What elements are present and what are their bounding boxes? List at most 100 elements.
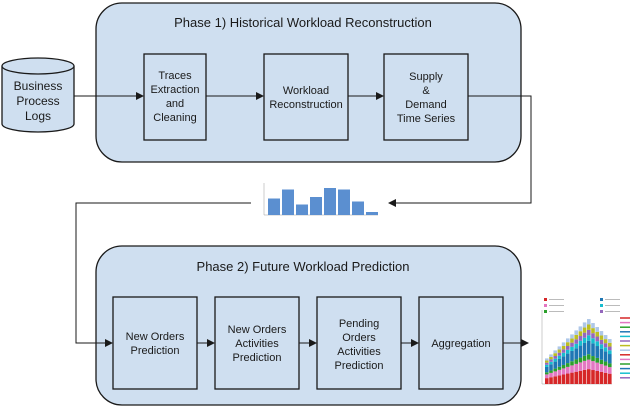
thumbnail-stack-segment [582, 332, 587, 338]
thumbnail-stack-segment [595, 346, 599, 358]
box-aggregation-line-1: Aggregation [431, 338, 490, 350]
thumbnail-stack-segment [561, 374, 566, 384]
prediction-thumbnail [530, 290, 638, 390]
thumbnail-stack-segment [578, 340, 583, 346]
thumbnail-stack-segment [566, 346, 570, 350]
thumbnail-stack-segment [591, 323, 595, 329]
thumbnail-stack-segment [553, 376, 557, 384]
thumbnail-stack-segment [587, 354, 591, 360]
thumbnail-stack-segment [591, 333, 595, 339]
thumbnail-stack-segment [578, 336, 583, 341]
thumbnail-stack-segment [582, 369, 587, 384]
thumbnail-stack-segment [608, 363, 612, 368]
thumbnail-stack-segment [603, 343, 608, 348]
thumbnail-stack-segment [566, 373, 570, 384]
thumbnail-bar [352, 201, 364, 215]
box-traces-extraction-cleaning: Traces Extraction and Cleaning [143, 53, 207, 141]
thumbnail-legend-swatch [600, 310, 603, 313]
thumbnail-stack-segment [582, 327, 587, 333]
thumbnail-stack-segment [608, 367, 612, 374]
thumbnail-stack-segment [599, 344, 604, 349]
thumbnail-stack-segment [587, 329, 591, 336]
box-workload-line-2: Reconstruction [269, 99, 342, 111]
thumbnail-stack-segment [545, 360, 549, 363]
thumbnail-stack-segment [570, 338, 574, 343]
thumbnail-stack-segment [595, 362, 599, 371]
box-pending-line-3: Activities [337, 346, 381, 358]
thumbnail-stack-segment [608, 373, 612, 384]
thumbnail-stack-segment [599, 364, 604, 372]
thumbnail-stack-segment [595, 357, 599, 363]
box-supply-demand-time-series: Supply & Demand Time Series [383, 53, 469, 141]
box-workload-reconstruction: Workload Reconstruction [263, 53, 349, 141]
thumbnail-stack-segment [561, 364, 566, 369]
thumbnail-stack-segment [557, 369, 562, 376]
box-supply-line-1: Supply [409, 71, 443, 83]
thumbnail-bar [324, 188, 336, 215]
thumbnail-stack-segment [574, 359, 578, 364]
thumbnail-stack-segment [587, 359, 591, 370]
thumbnail-stack-segment [545, 358, 549, 361]
thumbnail-stack-segment [591, 356, 595, 362]
thumbnail-stack-segment [599, 335, 604, 340]
thumbnail-stack-segment [587, 319, 591, 325]
thumbnail-stack-segment [582, 360, 587, 370]
thumbnail-stack-segment [578, 345, 583, 358]
thumbnail-stack-segment [553, 350, 557, 354]
thumbnail-stack-segment [561, 349, 566, 353]
box-aggregation: Aggregation [418, 296, 504, 390]
thumbnail-stack-segment [582, 337, 587, 343]
thumbnail-stack-segment [570, 350, 574, 362]
thumbnail-stack-segment [549, 361, 553, 365]
box-supply-line-2: & [422, 85, 430, 97]
thumbnail-stack-segment [553, 371, 557, 377]
thumbnail-stack-segment [566, 363, 570, 367]
box-pending-line-2: Orders [342, 332, 376, 344]
thumbnail-stack-segment [545, 372, 549, 375]
box-new-orders-line-1: New Orders [126, 331, 185, 343]
thumbnail-stack-segment [553, 368, 557, 372]
thumbnail-stack-segment [570, 372, 574, 384]
thumbnail-stack-segment [582, 342, 587, 356]
thumbnail-stack-segment [570, 365, 574, 373]
business-process-logs-database: Business Process Logs [1, 57, 75, 133]
thumbnail-stack-segment [603, 365, 608, 373]
thumbnail-stack-segment [549, 364, 553, 371]
box-traces-line-3: and [166, 98, 184, 110]
thumbnail-bar [282, 189, 294, 215]
thumbnail-stack-segment [553, 356, 557, 359]
thumbnail-stack-segment [549, 354, 553, 357]
thumbnail-stack-segment [545, 364, 549, 367]
box-supply-line-3: Demand [405, 99, 447, 111]
thumbnail-stack-segment [595, 341, 599, 347]
box-traces-line-2: Extraction [151, 84, 200, 96]
thumbnail-stack-segment [599, 359, 604, 365]
thumbnail-stack-segment [608, 354, 612, 364]
thumbnail-bar [310, 197, 322, 215]
thumbnail-legend-swatch [544, 310, 547, 313]
box-traces-line-1: Traces [158, 70, 192, 82]
thumbnail-stack-segment [549, 377, 553, 384]
thumbnail-stack-segment [574, 348, 578, 360]
thumbnail-stack-segment [599, 331, 604, 336]
thumbnail-legend-swatch [544, 298, 547, 301]
thumbnail-stack-segment [603, 347, 608, 352]
thumbnail-stack-segment [561, 342, 566, 346]
thumbnail-stack-segment [599, 348, 604, 360]
thumbnail-stack-segment [587, 324, 591, 330]
thumbnail-stack-segment [608, 346, 612, 351]
thumbnail-stack-segment [570, 361, 574, 366]
thumbnail-stack-segment [595, 331, 599, 337]
thumbnail-stack-segment [553, 358, 557, 362]
thumbnail-stack-segment [587, 335, 591, 341]
thumbnail-stack-segment [574, 343, 578, 349]
thumbnail-stack-segment [587, 340, 591, 355]
thumbnail-stack-segment [545, 362, 549, 365]
thumbnail-stack-segment [591, 338, 595, 344]
thumbnail-stack-segment [608, 350, 612, 355]
database-label-3: Logs [25, 109, 51, 123]
thumbnail-stack-segment [578, 357, 583, 363]
thumbnail-stack-segment [549, 372, 553, 378]
thumbnail-legend-swatch [600, 304, 603, 307]
thumbnail-stack-segment [557, 346, 562, 350]
